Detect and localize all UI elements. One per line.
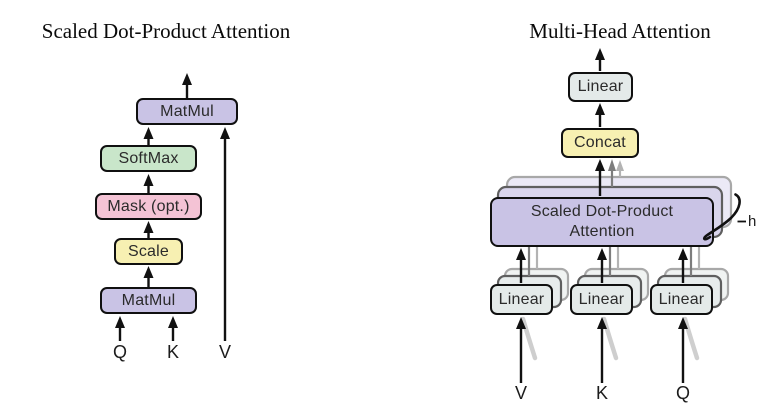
right-arrows bbox=[519, 60, 685, 383]
q-input-label: Q bbox=[112, 342, 127, 362]
attention-box-label-line1: Scaled Dot-Product bbox=[530, 203, 674, 220]
concat-box: Concat bbox=[561, 128, 639, 158]
mask-box: Mask (opt.) bbox=[95, 193, 202, 220]
left-arrowheads bbox=[115, 73, 230, 328]
k-input-label-right: K bbox=[595, 383, 608, 403]
linear-v-box: Linear bbox=[490, 284, 553, 315]
linear-k-box: Linear bbox=[570, 284, 633, 315]
softmax-box: SoftMax bbox=[100, 145, 197, 172]
scaled-dot-product-attention-box: Scaled Dot-Product Attention bbox=[490, 197, 714, 247]
linear-output-box: Linear bbox=[568, 72, 633, 102]
head-count-curve bbox=[702, 193, 741, 241]
attention-box-label-line2: Attention bbox=[569, 223, 635, 240]
matmul-bottom-box: MatMul bbox=[100, 287, 197, 314]
right-diagram-title: Multi-Head Attention bbox=[529, 19, 711, 43]
linear-q-box: Linear bbox=[650, 284, 713, 315]
q-input-label-right: Q bbox=[675, 383, 690, 403]
matmul-top-box: MatMul bbox=[136, 98, 238, 125]
left-arrows bbox=[118, 84, 227, 341]
v-input-label: V bbox=[218, 342, 231, 362]
scale-box: Scale bbox=[114, 238, 183, 265]
right-arrowheads bbox=[516, 48, 688, 329]
shadow-arrows-to-concat bbox=[608, 159, 624, 187]
k-input-label: K bbox=[166, 342, 179, 362]
v-input-label-right: V bbox=[514, 383, 527, 403]
left-diagram-title: Scaled Dot-Product Attention bbox=[41, 19, 291, 43]
head-count-label: h bbox=[748, 213, 757, 230]
input-arrow-shadows bbox=[520, 316, 700, 361]
